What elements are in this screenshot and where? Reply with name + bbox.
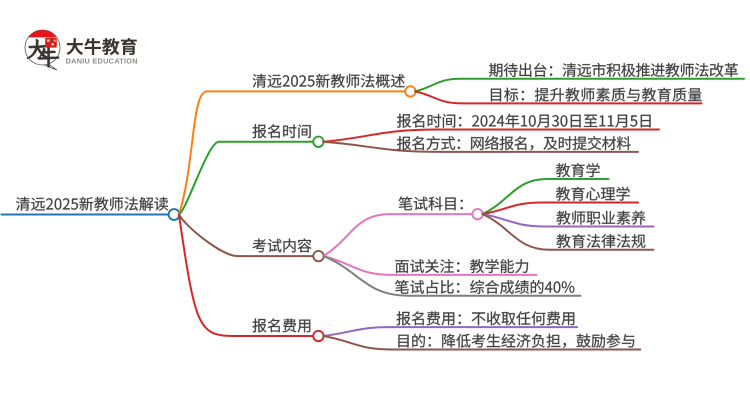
svg-text:DANIU EDUCATION: DANIU EDUCATION [66,56,138,65]
